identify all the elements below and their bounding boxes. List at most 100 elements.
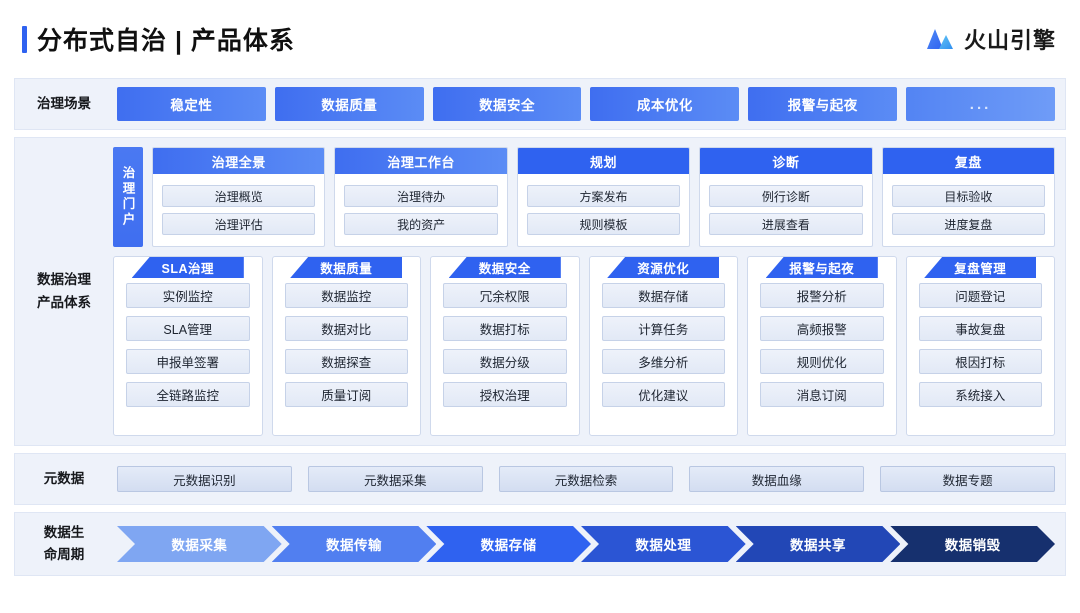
page-title: 分布式自治 | 产品体系 <box>37 27 295 55</box>
panel-item[interactable]: 目标验收 <box>891 185 1046 207</box>
panel-item[interactable]: 进度复盘 <box>891 213 1046 235</box>
metadata-row-label: 元数据 <box>43 470 85 486</box>
card-item[interactable]: 消息订阅 <box>760 382 884 407</box>
governance-inner: 治理门户 治理全景 治理概览 治理评估 治理工作台 治理待办 我的资产 <box>113 147 1056 436</box>
panel-body: 方案发布 规则模板 <box>518 174 689 246</box>
card-resource-optimization: 资源优化 数据存储 计算任务 多维分析 优化建议 <box>588 256 738 436</box>
panel-title: 诊断 <box>700 148 872 174</box>
card-item[interactable]: 问题登记 <box>918 283 1042 308</box>
lifecycle-stages: 数据采集 数据传输 数据存储 数据处理 数据共享 数据销毁 <box>113 513 1065 575</box>
panel-title: 治理工作台 <box>335 148 507 174</box>
lifecycle-row-label-line1: 数据生 <box>43 524 85 540</box>
title-accent-bar <box>22 25 27 53</box>
card-item[interactable]: 数据对比 <box>284 316 408 341</box>
panel-body: 治理待办 我的资产 <box>335 174 506 246</box>
panel-title: 治理全景 <box>153 148 325 174</box>
panel-title: 复盘 <box>882 148 1055 174</box>
card-item[interactable]: SLA管理 <box>126 316 250 341</box>
scenario-chip-more[interactable]: ... <box>906 87 1055 121</box>
card-item[interactable]: 高频报警 <box>760 316 884 341</box>
card-alerting-oncall: 报警与起夜 报警分析 高频报警 规则优化 消息订阅 <box>747 256 897 436</box>
governance-product-cards: SLA治理 实例监控 SLA管理 申报单签署 全链路监控 数据质量 数据监控 数… <box>113 256 1055 436</box>
lifecycle-stage-arrow[interactable]: 数据采集 <box>117 526 282 562</box>
brand-name: 火山引擎 <box>963 28 1056 53</box>
panel-body: 目标验收 进度复盘 <box>883 174 1054 246</box>
card-item[interactable]: 系统接入 <box>918 382 1042 407</box>
scenario-chip[interactable]: 报警与起夜 <box>748 87 898 121</box>
card-item[interactable]: 数据分级 <box>443 349 567 374</box>
title-wrap: 分布式自治 | 产品体系 <box>22 21 295 57</box>
lifecycle-row-label-line2: 命周期 <box>43 547 85 562</box>
card-title: 数据质量 <box>290 257 403 278</box>
panel-item[interactable]: 治理待办 <box>344 185 498 207</box>
card-title: SLA治理 <box>131 257 244 278</box>
card-item[interactable]: 数据存储 <box>601 283 725 308</box>
governance-row-label-line1: 数据治理 <box>37 272 91 288</box>
page-header: 分布式自治 | 产品体系 火山引擎 <box>0 0 1080 78</box>
card-item[interactable]: 数据打标 <box>443 316 567 341</box>
lifecycle-stage-arrow[interactable]: 数据销毁 <box>890 526 1055 562</box>
lifecycle-stage-arrow[interactable]: 数据处理 <box>581 526 746 562</box>
card-review-management: 复盘管理 问题登记 事故复盘 根因打标 系统接入 <box>905 256 1055 436</box>
card-item[interactable]: 实例监控 <box>126 283 250 308</box>
card-item[interactable]: 报警分析 <box>760 283 884 308</box>
panel-planning: 规划 方案发布 规则模板 <box>516 147 691 247</box>
card-item[interactable]: 数据探查 <box>284 349 408 374</box>
metadata-chip[interactable]: 元数据检索 <box>498 466 674 492</box>
data-lifecycle-row: 数据生 命周期 数据采集 数据传输 数据存储 数据处理 数据共享 数据销毁 <box>14 512 1066 576</box>
card-item[interactable]: 质量订阅 <box>284 382 408 407</box>
panel-governance-workbench: 治理工作台 治理待办 我的资产 <box>334 147 508 247</box>
card-item[interactable]: 根因打标 <box>918 349 1042 374</box>
card-item[interactable]: 全链路监控 <box>126 382 250 407</box>
scenario-chip[interactable]: 数据质量 <box>274 87 424 121</box>
panel-body: 治理概览 治理评估 <box>153 174 324 246</box>
lifecycle-row-label: 数据生 命周期 <box>15 513 113 575</box>
card-item[interactable]: 申报单签署 <box>126 349 250 374</box>
metadata-chip[interactable]: 元数据识别 <box>117 466 292 492</box>
governance-scenarios-row: 治理场景 稳定性 数据质量 数据安全 成本优化 报警与起夜 ... <box>14 78 1066 130</box>
lifecycle-stage-arrow[interactable]: 数据传输 <box>272 526 437 562</box>
card-item[interactable]: 冗余权限 <box>443 283 567 308</box>
panel-governance-panorama: 治理全景 治理概览 治理评估 <box>152 147 326 247</box>
card-item[interactable]: 多维分析 <box>601 349 725 374</box>
panel-item[interactable]: 治理评估 <box>162 213 316 235</box>
panel-item[interactable]: 方案发布 <box>526 185 681 207</box>
panel-item[interactable]: 我的资产 <box>344 213 498 235</box>
panel-review: 复盘 目标验收 进度复盘 <box>881 147 1056 247</box>
metadata-chip[interactable]: 数据血缘 <box>689 466 865 492</box>
scenario-chip[interactable]: 稳定性 <box>117 87 266 121</box>
lifecycle-stage-arrow[interactable]: 数据存储 <box>426 526 591 562</box>
diagram-board: 治理场景 稳定性 数据质量 数据安全 成本优化 报警与起夜 ... 数据治理 产… <box>0 78 1080 576</box>
card-title: 数据安全 <box>448 257 561 278</box>
card-data-security: 数据安全 冗余权限 数据打标 数据分级 授权治理 <box>430 256 580 436</box>
governance-row-label: 数据治理 产品体系 <box>15 147 113 436</box>
volcano-mountain-icon <box>926 29 953 49</box>
governance-top-panels: 治理门户 治理全景 治理概览 治理评估 治理工作台 治理待办 我的资产 <box>113 147 1056 247</box>
scenarios-list: 稳定性 数据质量 数据安全 成本优化 报警与起夜 ... <box>113 79 1065 129</box>
card-title: 资源优化 <box>607 257 720 278</box>
brand: 火山引擎 <box>925 23 1056 55</box>
card-item[interactable]: 事故复盘 <box>918 316 1042 341</box>
panel-item[interactable]: 进展查看 <box>709 213 863 235</box>
card-title: 复盘管理 <box>924 257 1037 278</box>
panel-item[interactable]: 治理概览 <box>162 185 316 207</box>
card-item[interactable]: 授权治理 <box>443 382 567 407</box>
card-sla-governance: SLA治理 实例监控 SLA管理 申报单签署 全链路监控 <box>113 256 263 436</box>
metadata-chip[interactable]: 数据专题 <box>880 466 1055 492</box>
scenario-chip[interactable]: 成本优化 <box>590 87 740 121</box>
card-item[interactable]: 数据监控 <box>284 283 408 308</box>
panel-diagnosis: 诊断 例行诊断 进展查看 <box>699 147 873 247</box>
governance-row-label-line2: 产品体系 <box>37 294 91 310</box>
card-item[interactable]: 计算任务 <box>601 316 725 341</box>
scenario-chip[interactable]: 数据安全 <box>432 87 582 121</box>
card-item[interactable]: 优化建议 <box>601 382 725 407</box>
card-data-quality: 数据质量 数据监控 数据对比 数据探查 质量订阅 <box>271 256 421 436</box>
lifecycle-stage-arrow[interactable]: 数据共享 <box>736 526 901 562</box>
metadata-chip[interactable]: 元数据采集 <box>307 466 483 492</box>
portal-vertical-tab[interactable]: 治理门户 <box>113 147 143 247</box>
panel-item[interactable]: 规则模板 <box>526 213 681 235</box>
card-item[interactable]: 规则优化 <box>760 349 884 374</box>
panel-title: 规划 <box>517 148 690 174</box>
panel-item[interactable]: 例行诊断 <box>709 185 863 207</box>
governance-product-system-row: 数据治理 产品体系 治理门户 治理全景 治理概览 治理评估 治理工作台 治理待办 <box>14 137 1066 446</box>
